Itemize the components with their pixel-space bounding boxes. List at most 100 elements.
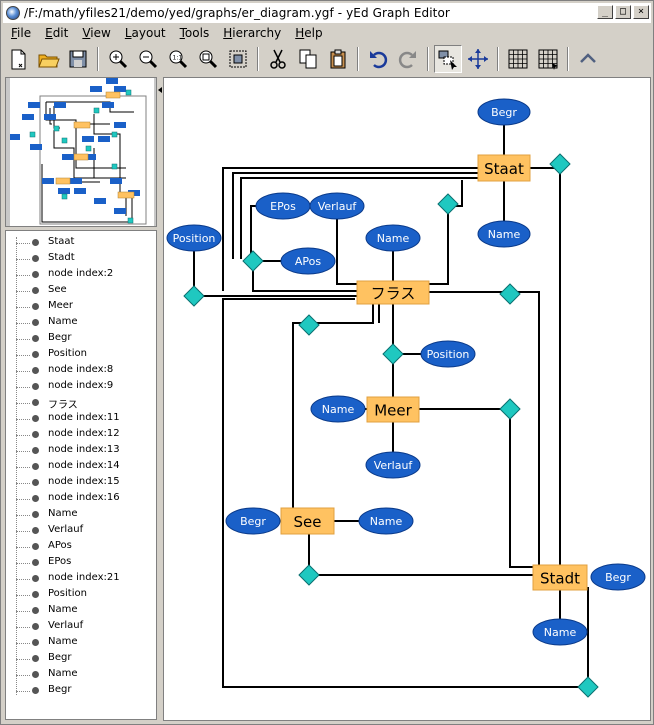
relationship-diamond[interactable] bbox=[298, 314, 320, 336]
panel-splitter[interactable] bbox=[157, 77, 163, 721]
tree-item[interactable]: Begr bbox=[6, 683, 156, 699]
entity-meer[interactable]: Meer bbox=[366, 396, 420, 423]
attribute-name-staat[interactable]: Name bbox=[477, 220, 531, 248]
zoom-in-button[interactable] bbox=[104, 45, 132, 73]
attribute-ellipse[interactable] bbox=[280, 247, 336, 275]
attribute-verlauf-meer[interactable]: Verlauf bbox=[365, 451, 421, 479]
tree-item[interactable]: node index:2 bbox=[6, 267, 156, 283]
zoom-reset-button[interactable]: 1:1 bbox=[164, 45, 192, 73]
tree-item[interactable]: Staat bbox=[6, 235, 156, 251]
attribute-begr-staat[interactable]: Begr bbox=[477, 98, 531, 126]
tree-item[interactable]: node index:9 bbox=[6, 379, 156, 395]
tree-item[interactable]: Name bbox=[6, 603, 156, 619]
zoom-out-button[interactable] bbox=[134, 45, 162, 73]
relationship-diamond[interactable] bbox=[183, 285, 205, 307]
attribute-ellipse[interactable] bbox=[477, 220, 531, 248]
relationship-diamond[interactable] bbox=[499, 283, 521, 305]
attribute-ellipse[interactable] bbox=[310, 395, 366, 423]
attribute-begr-see[interactable]: Begr bbox=[225, 507, 281, 535]
tree-item[interactable]: APos bbox=[6, 539, 156, 555]
entity-box[interactable] bbox=[532, 564, 588, 591]
relationship-diamond[interactable] bbox=[437, 193, 459, 215]
menu-view[interactable]: View bbox=[82, 26, 111, 40]
maximize-button[interactable]: □ bbox=[615, 5, 631, 19]
tree-item[interactable]: Position bbox=[6, 587, 156, 603]
tree-item[interactable]: Verlauf bbox=[6, 619, 156, 635]
relation-edge[interactable] bbox=[559, 168, 587, 578]
entity-box[interactable] bbox=[280, 507, 335, 535]
overview-panel[interactable] bbox=[5, 77, 157, 227]
attribute-ellipse[interactable] bbox=[532, 618, 588, 646]
tree-item[interactable]: Name bbox=[6, 667, 156, 683]
tree-item[interactable]: node index:8 bbox=[6, 363, 156, 379]
grid-button[interactable] bbox=[504, 45, 532, 73]
attribute-ellipse[interactable] bbox=[365, 224, 421, 252]
relation-edge[interactable] bbox=[292, 322, 309, 521]
tree-item[interactable]: Begr bbox=[6, 651, 156, 667]
menu-help[interactable]: Help bbox=[295, 26, 323, 40]
relation-edge[interactable] bbox=[222, 298, 588, 688]
relation-edge[interactable] bbox=[309, 303, 374, 324]
tree-item[interactable]: Name bbox=[6, 635, 156, 651]
relation-edge[interactable] bbox=[336, 206, 357, 285]
relation-edge[interactable] bbox=[240, 177, 478, 259]
tree-item[interactable]: node index:15 bbox=[6, 475, 156, 491]
entity-box[interactable] bbox=[477, 154, 531, 182]
relationship-diamond[interactable] bbox=[499, 398, 521, 420]
attribute-name-stadt[interactable]: Name bbox=[532, 618, 588, 646]
open-folder-button[interactable] bbox=[34, 45, 62, 73]
attribute-verlauf-top[interactable]: Verlauf bbox=[309, 192, 365, 220]
attribute-name-frasu[interactable]: Name bbox=[365, 224, 421, 252]
tree-item[interactable]: Stadt bbox=[6, 251, 156, 267]
relationship-diamond[interactable] bbox=[382, 343, 404, 365]
attribute-name-meer[interactable]: Name bbox=[310, 395, 366, 423]
edit-mode-button[interactable] bbox=[434, 45, 462, 73]
tree-item[interactable]: node index:11 bbox=[6, 411, 156, 427]
entity-see[interactable]: See bbox=[280, 507, 335, 535]
relationship-diamond[interactable] bbox=[549, 153, 571, 175]
attribute-position-left[interactable]: Position bbox=[166, 224, 222, 252]
attribute-ellipse[interactable] bbox=[358, 507, 414, 535]
tree-item[interactable]: Begr bbox=[6, 331, 156, 347]
pan-mode-button[interactable] bbox=[464, 45, 492, 73]
tree-item[interactable]: Verlauf bbox=[6, 523, 156, 539]
attribute-begr-stadt[interactable]: Begr bbox=[590, 563, 646, 591]
attribute-name-see[interactable]: Name bbox=[358, 507, 414, 535]
tree-item[interactable]: Name bbox=[6, 315, 156, 331]
attribute-ellipse[interactable] bbox=[590, 563, 646, 591]
attribute-ellipse[interactable] bbox=[365, 451, 421, 479]
menu-file[interactable]: File bbox=[11, 26, 32, 40]
entity-box[interactable] bbox=[366, 396, 420, 423]
attribute-apos[interactable]: APos bbox=[280, 247, 336, 275]
attribute-ellipse[interactable] bbox=[309, 192, 365, 220]
entity-stadt[interactable]: Stadt bbox=[532, 564, 588, 591]
tree-item[interactable]: node index:16 bbox=[6, 491, 156, 507]
tree-item[interactable]: Name bbox=[6, 507, 156, 523]
save-button[interactable] bbox=[64, 45, 92, 73]
grid-snap-button[interactable] bbox=[534, 45, 562, 73]
overview-canvas[interactable] bbox=[10, 78, 154, 226]
zoom-fit-button[interactable] bbox=[194, 45, 222, 73]
attribute-ellipse[interactable] bbox=[477, 98, 531, 126]
paste-button[interactable] bbox=[324, 45, 352, 73]
undo-button[interactable] bbox=[364, 45, 392, 73]
relation-edge[interactable] bbox=[232, 172, 478, 259]
entity-staat[interactable]: Staat bbox=[477, 154, 531, 182]
tree-item[interactable]: node index:14 bbox=[6, 459, 156, 475]
cut-button[interactable] bbox=[264, 45, 292, 73]
tree-item[interactable]: node index:13 bbox=[6, 443, 156, 459]
new-document-button[interactable] bbox=[4, 45, 32, 73]
attribute-ellipse[interactable] bbox=[420, 340, 476, 368]
tree-item[interactable]: EPos bbox=[6, 555, 156, 571]
relation-edge[interactable] bbox=[509, 409, 533, 568]
menu-layout[interactable]: Layout bbox=[124, 26, 166, 40]
entity-box[interactable] bbox=[356, 280, 430, 305]
tree-item[interactable]: Position bbox=[6, 347, 156, 363]
relationship-diamond[interactable] bbox=[577, 676, 599, 698]
relationship-diamond[interactable] bbox=[298, 564, 320, 586]
attribute-epos[interactable]: EPos bbox=[255, 192, 311, 220]
attribute-ellipse[interactable] bbox=[166, 224, 222, 252]
relation-edge[interactable] bbox=[429, 206, 449, 285]
fit-content-button[interactable] bbox=[224, 45, 252, 73]
